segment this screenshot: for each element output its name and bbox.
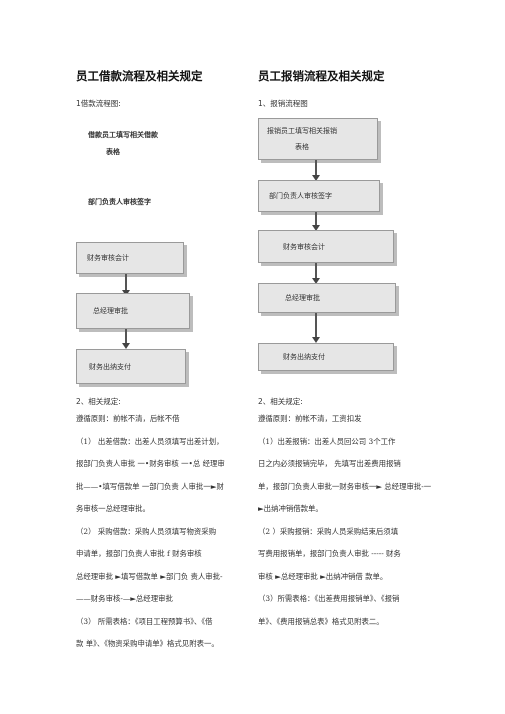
- right-rules-line: （3）所需表格：《出差费用报销单》、《报销: [258, 594, 400, 603]
- left-step-fill-form-line1: 借款员工填写相关借款: [88, 131, 158, 139]
- right-flow-arrow-1: [312, 175, 320, 181]
- left-rules-heading: 2、相关规定:: [76, 397, 121, 406]
- left-rules-line: 报部门负责人审批 一•财务审核 一•总 经理审: [76, 459, 225, 468]
- right-rules-line: 单》、《费用报销总表》格式见附表二。: [258, 616, 384, 626]
- right-flow-connector-1: [315, 160, 317, 177]
- right-flow-heading: 1、报销流程图: [258, 99, 308, 108]
- right-rules-line: 日之内必须报销完毕， 先填写出差费用报销: [258, 459, 401, 468]
- right-flow-box-gm-label: 总经理审批: [285, 294, 320, 302]
- left-flow-box-gm-label: 总经理审批: [93, 307, 128, 315]
- left-step-fill-form: 借款员工填写相关借款 表格: [88, 127, 158, 161]
- left-step-fill-form-line2: 表格: [106, 148, 120, 156]
- right-page-title: 员工报销流程及相关规定: [258, 69, 385, 83]
- right-flow-box-dept-approval-label: 部门负责人审核签字: [269, 192, 332, 200]
- right-rules-line: 单，报部门负责人审批一财务审核一► 总经理审批-一: [258, 481, 432, 491]
- right-rules-line: 写费用报销单，报部门负责人审批 ----- 财务: [258, 549, 401, 558]
- left-rules-line: （1） 出差借款：出差人员须填写出差计划，: [76, 436, 224, 446]
- left-rules-line: （2） 采购借款：采购人员须填写物资采购: [76, 526, 217, 536]
- right-flow-box-accountant: 财务审核会计: [258, 230, 394, 263]
- left-rules-line: 申请单，报部门负责人审批 f 财务审核: [76, 549, 202, 558]
- right-rules-line: （2 ）采购报销：采购人员采购结束后须填: [258, 526, 399, 536]
- right-flow-box-fill-form-line2: 表格: [295, 143, 309, 151]
- right-flow-connector-2: [315, 212, 317, 227]
- left-rules-line: （3） 所需表格：《项目工程预算书》、《借: [76, 616, 213, 626]
- left-flow-box-accountant-label: 财务审核会计: [87, 254, 129, 262]
- left-flow-box-cashier-label: 财务出纳支付: [89, 362, 131, 371]
- left-rules-text: 遵循原则：前帐不清，后帐不借 （1） 出差借款：出差人员须填写出差计划， 报部门…: [76, 408, 225, 656]
- right-flow-arrow-2: [312, 225, 320, 231]
- right-rules-line: ►出纳冲销借款单。: [258, 504, 323, 513]
- left-rules-line: 总经理审批 ►填写借款单 ►部门负 责人审批-: [76, 571, 223, 581]
- right-flow-arrow-4: [312, 337, 320, 343]
- right-flow-box-fill-form: 报销员工填写相关报销 表格: [258, 118, 378, 160]
- right-flow-box-accountant-label: 财务审核会计: [283, 242, 325, 251]
- right-flow-box-cashier: 财务出纳支付: [258, 343, 394, 371]
- right-flow-arrow-3: [312, 278, 320, 284]
- right-rules-line: 遵循原则：前帐不清，工资扣发: [258, 414, 362, 423]
- left-rules-line: ——财务审核-—►总经理审批: [76, 594, 173, 603]
- right-flow-box-cashier-label: 财务出纳支付: [283, 353, 325, 361]
- right-flow-connector-3: [315, 263, 317, 280]
- left-flow-connector-2: [125, 329, 127, 345]
- right-flow-box-dept-approval: 部门负责人审核签字: [258, 180, 380, 212]
- right-rules-heading: 2、相关规定:: [258, 397, 303, 406]
- left-flow-box-cashier: 财务出纳支付: [76, 349, 186, 384]
- right-flow-connector-4: [315, 313, 317, 339]
- left-flow-box-accountant: 财务审核会计: [76, 242, 184, 274]
- right-flow-box-gm: 总经理审批: [258, 283, 396, 313]
- right-rules-line: （1）出差报销：出差人员回公司 3个工作: [258, 436, 396, 446]
- left-rules-line: 款 单》、《物资采购申请单》格式见附表一。: [76, 639, 219, 648]
- left-rules-line: 遵循原则：前帐不清，后帐不借: [76, 414, 180, 423]
- left-page-title: 员工借款流程及相关规定: [76, 69, 203, 83]
- right-flow-box-fill-form-line1: 报销员工填写相关报销: [267, 127, 337, 135]
- left-step-dept-approval: 部门负责人审核签字: [88, 198, 151, 206]
- left-rules-line: 批——•填写借款单 一部门负责 人审批一►财: [76, 481, 224, 491]
- left-flow-heading: 1借款流程图:: [76, 99, 121, 108]
- left-flow-connector-1: [125, 274, 127, 292]
- right-rules-text: 遵循原则：前帐不清，工资扣发 （1）出差报销：出差人员回公司 3个工作 日之内必…: [258, 408, 431, 633]
- left-rules-line: 务审核一总经理审批。: [76, 504, 150, 513]
- left-flow-arrow-2: [122, 343, 130, 349]
- left-flow-box-gm: 总经理审批: [76, 293, 190, 329]
- right-rules-line: 审核 ►总经理审批 ►出纳冲销借 款单。: [258, 571, 388, 581]
